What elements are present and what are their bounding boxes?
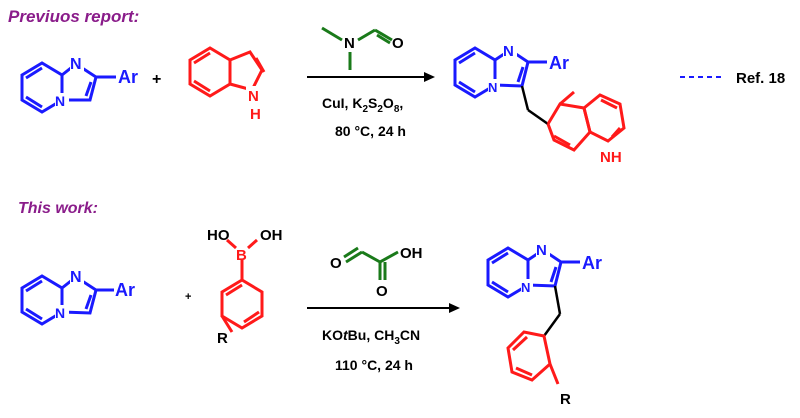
product-bottom-benzyl <box>506 330 560 385</box>
arrowhead-top <box>424 72 435 82</box>
bridge-n-product-bottom: N <box>521 280 530 295</box>
conditions-bottom-line1: KOtBu, CH3CN <box>322 327 420 347</box>
bridge-n-top: N <box>55 93 65 109</box>
product-ar-bottom: Ar <box>582 253 602 273</box>
product-ar-top: Ar <box>549 53 569 73</box>
plus-bottom: + <box>185 291 191 303</box>
arrowhead-bottom <box>449 303 460 313</box>
boron-atom: B <box>236 247 247 264</box>
glyoxylic-o1: O <box>330 255 342 272</box>
glyoxylic-oh: OH <box>400 245 423 262</box>
dmf-n: N <box>344 35 355 52</box>
imine-n-product-top: N <box>503 43 514 60</box>
this-work-heading: This work: <box>18 200 98 217</box>
indole-h: H <box>250 106 261 123</box>
glyoxylic-o2: O <box>376 283 388 300</box>
dmf-o: O <box>392 35 404 52</box>
arylboronic-acid <box>220 238 264 333</box>
methylene-linker-top <box>520 85 549 126</box>
substrate-ar-bottom: Ar <box>115 280 135 300</box>
ref-label: Ref. 18 <box>736 70 785 87</box>
glyoxylic-acid-reagent <box>343 246 399 280</box>
previous-report-heading: Previuos report: <box>8 7 139 26</box>
bridge-n-product-top: N <box>488 80 497 95</box>
plus-top: + <box>152 71 161 88</box>
conditions-top-line1: CuI, K2S2O8, <box>322 95 403 115</box>
boronic-ho: HO <box>207 227 230 244</box>
imine-n-top: N <box>70 56 82 73</box>
product-bottom-imidazopyridine <box>486 246 580 299</box>
product-indole-nh: NH <box>600 149 622 166</box>
product-top-imidazopyridine <box>453 46 547 99</box>
indole-reactant <box>188 46 266 98</box>
dmf-reagent <box>321 26 393 70</box>
indole-n: N <box>248 88 259 105</box>
imine-n-product-bottom: N <box>536 242 547 259</box>
substrate-ar-top: Ar <box>118 67 138 87</box>
conditions-bottom-line2: 110 °C, 24 h <box>335 357 413 373</box>
imine-n-bottom: N <box>70 269 82 286</box>
product-r: R <box>560 391 571 408</box>
boronic-r: R <box>217 330 228 347</box>
conditions-top-line2: 80 °C, 24 h <box>335 123 406 139</box>
methylene-linker-bottom <box>542 285 562 337</box>
product-top-indole <box>546 90 626 152</box>
bridge-n-bottom: N <box>55 305 65 321</box>
boronic-oh: OH <box>260 227 283 244</box>
